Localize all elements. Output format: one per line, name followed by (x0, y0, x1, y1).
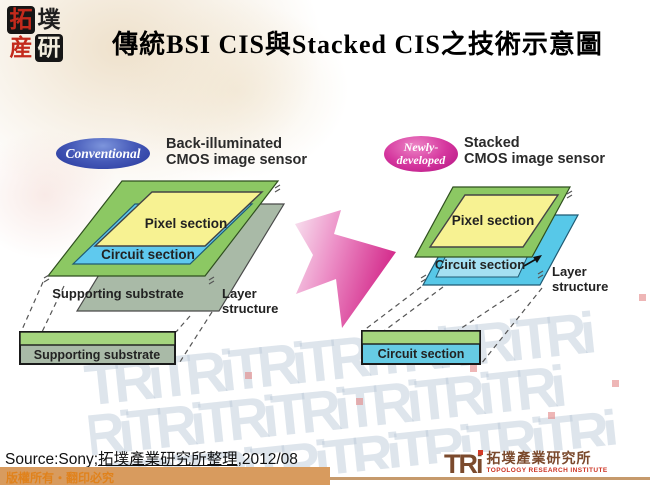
institute-name-cn: 拓墣產業研究所 (486, 452, 592, 467)
right-cross-section-label: Circuit section (378, 347, 465, 361)
right-circuit-label: Circuit section (435, 257, 525, 272)
left-sensor-name-line1: Back-illuminated (166, 136, 283, 152)
right-layer-structure-label2: structure (552, 279, 608, 294)
left-layer-structure-label2: structure (222, 301, 278, 316)
tri-letter-r: R (458, 449, 478, 479)
source-line: Source:Sony;拓墣產業研究所整理,2012/08 (5, 447, 298, 469)
badge-newly-developed: Newly- developed (384, 136, 458, 172)
footer-rule (330, 477, 650, 480)
institute-name-en: TOPOLOGY RESEARCH INSTITUTE (486, 467, 608, 474)
tri-logo-names: 拓墣產業研究所 TOPOLOGY RESEARCH INSTITUTE (487, 452, 608, 475)
map-watermark-blob (120, 0, 350, 180)
source-organization: 拓墣產業研究所整理 (98, 451, 238, 468)
copyright-text: 版權所有‧翻印必究 (6, 471, 115, 485)
break-marks (420, 190, 573, 283)
left-cross-section-label: Supporting substrate (34, 348, 160, 362)
left-pixel-layer (93, 191, 264, 247)
sensor-structure-diagram: Supporting substrate Pixel section Circu… (19, 180, 608, 366)
company-seal-logo: 拓 墣 産 研 (7, 6, 63, 62)
left-pixel-label: Pixel section (145, 216, 228, 231)
seal-char: 拓 (7, 6, 35, 34)
source-prefix: Source:Sony; (5, 451, 99, 468)
right-sensor-name-line2: CMOS image sensor (464, 151, 606, 167)
seal-char: 研 (35, 34, 63, 62)
tri-logo-mark: TRi (444, 449, 483, 479)
left-projection-lines (20, 281, 213, 366)
right-pixel-layer (428, 194, 560, 248)
watermark-dot (356, 398, 363, 405)
watermark-dot (245, 372, 252, 379)
left-sensor-name: Back-illuminated CMOS image sensor (166, 136, 307, 168)
left-diagram: Supporting substrate Pixel section Circu… (19, 180, 286, 366)
right-sensor-name-line1: Stacked (464, 135, 520, 151)
circuit-pointer-arrow (523, 255, 542, 267)
right-cross-section: Circuit section (361, 330, 481, 365)
copyright-bar (0, 467, 330, 485)
watermark-dot (470, 365, 477, 372)
badge-conventional: Conventional (56, 138, 150, 169)
right-sensor-name: Stacked CMOS image sensor (464, 135, 605, 167)
badge-newly-line1: Newly- (403, 139, 439, 154)
badge-newly-line2: developed (396, 153, 446, 167)
left-sensor-name-line2: CMOS image sensor (166, 152, 308, 168)
source-suffix: ,2012/08 (237, 451, 298, 468)
tri-letter-t: T (444, 449, 460, 479)
tri-letter-i: i (476, 449, 483, 479)
left-cross-section: Supporting substrate (19, 331, 176, 365)
right-pixel-label: Pixel section (452, 213, 535, 228)
tri-footer-logo: TRi 拓墣產業研究所 TOPOLOGY RESEARCH INSTITUTE (441, 449, 611, 479)
seal-char: 墣 (37, 7, 61, 32)
left-circuit-label: Circuit section (101, 247, 195, 262)
watermark-dot (612, 380, 619, 387)
right-layer-structure-label: Layer (552, 264, 587, 279)
right-projection-lines (362, 286, 543, 365)
transition-arrow (295, 210, 396, 328)
watermark-dot (548, 412, 555, 419)
watermark-dot (639, 294, 646, 301)
left-layer-structure-label: Layer (222, 286, 257, 301)
right-diagram: Circuit section Pixel section Circuit se… (361, 186, 608, 365)
page-title: 傳統BSI CIS與Stacked CIS之技術示意圖 (112, 30, 603, 59)
left-substrate-label: Supporting substrate (52, 286, 183, 301)
seal-char: 産 (9, 35, 33, 60)
break-marks (43, 184, 281, 285)
